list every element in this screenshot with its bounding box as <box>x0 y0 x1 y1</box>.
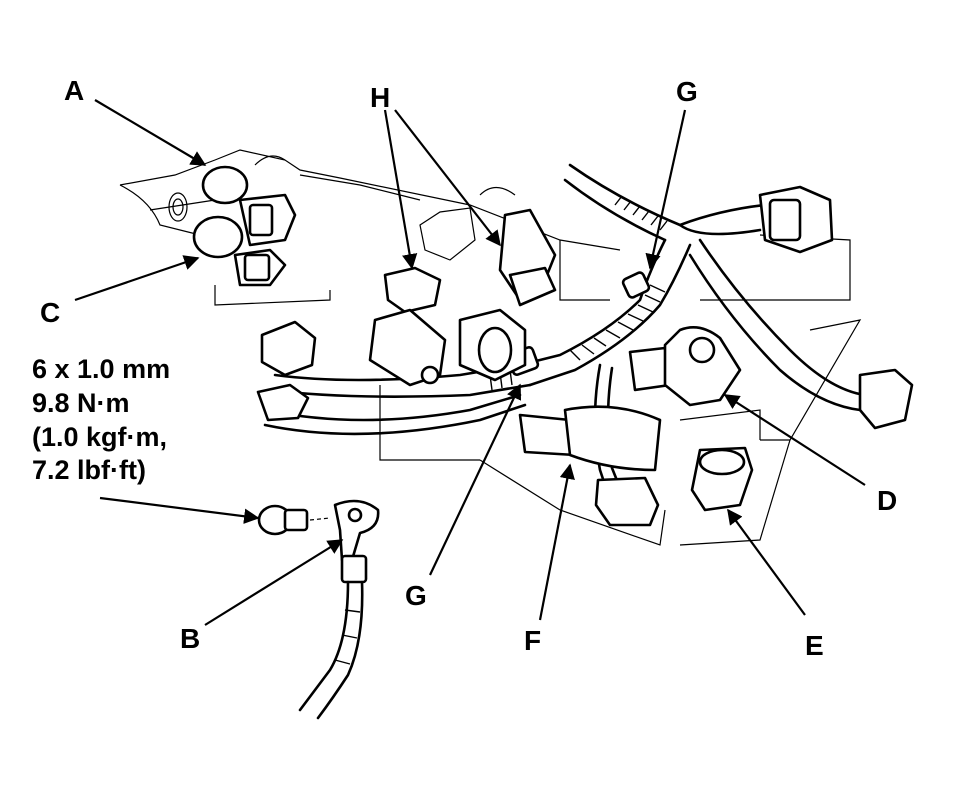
callout-g-bottom: G <box>405 580 427 611</box>
torque-spec-line1: 6 x 1.0 mm <box>32 354 170 384</box>
part-c-body <box>192 215 244 259</box>
callout-c: C <box>40 297 60 328</box>
torque-spec-line3: (1.0 kgf·m, <box>32 422 167 452</box>
torque-spec-line4: 7.2 lbf·ft) <box>32 455 146 485</box>
callout-f: F <box>524 625 541 656</box>
torque-spec: 6 x 1.0 mm 9.8 N·m (1.0 kgf·m, 7.2 lbf·f… <box>32 354 170 485</box>
engine-outline <box>119 149 862 546</box>
left-upper-connector <box>260 320 317 377</box>
callout-b: B <box>180 623 200 654</box>
callout-h: H <box>370 82 390 113</box>
left-lower-connector <box>256 383 310 422</box>
leader-arrows <box>74 99 866 626</box>
callout-d: D <box>877 485 897 516</box>
part-a-body <box>201 165 249 205</box>
callout-e: E <box>805 630 824 661</box>
part-d-sensor <box>663 326 742 407</box>
ground-terminal-icon <box>333 499 380 562</box>
connectors <box>192 165 914 527</box>
callout-g-top: G <box>676 76 698 107</box>
ground-assembly <box>257 499 380 720</box>
torque-spec-line2: 9.8 N·m <box>32 388 130 418</box>
callout-a: A <box>64 75 84 106</box>
